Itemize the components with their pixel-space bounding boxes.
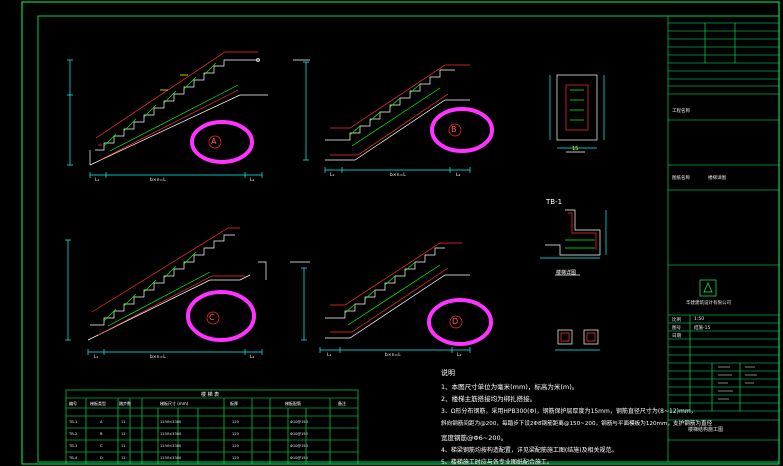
section-15-label: 15 xyxy=(572,146,579,152)
dim-a-l2: L₂ xyxy=(250,178,255,183)
note-item-1: 1、本图尺寸单位为毫米(mm)，标高为米(m)。 xyxy=(441,383,579,391)
dim-d-l2: L₂ xyxy=(457,353,462,358)
tb-company-name: 华建建筑设计有限公司 xyxy=(686,301,731,306)
table-row-4-rebar: Φ10@150 xyxy=(290,456,308,460)
table-row-1-thick: 120 xyxy=(232,420,239,424)
note-item-7: 5、楼梯施工时应与各专业图纸配合施工。 xyxy=(441,459,553,466)
tb-scale-label: 比例 xyxy=(672,318,681,323)
table-row-1-rebar: Φ10@150 xyxy=(290,420,308,424)
dim-c-l1: L₁ xyxy=(94,355,99,360)
table-row-3-thick: 120 xyxy=(232,444,239,448)
schedule-header-steps: 踏步数 xyxy=(119,401,131,406)
table-row-1-type: A xyxy=(100,420,103,424)
dim-b-bn: b×n=L xyxy=(390,173,406,178)
note-item-5: 宽度钢筋@Φ6~200。 xyxy=(441,434,508,442)
tb1-detail xyxy=(540,209,607,276)
tb-scale-value: 1:50 xyxy=(694,317,705,322)
table-row-3-steps: 11 xyxy=(121,444,126,448)
stair-diagram-b xyxy=(293,59,471,173)
inner-frame xyxy=(37,15,780,463)
stair-mark-b: B xyxy=(451,125,457,134)
schedule-table-grid xyxy=(65,389,359,465)
table-row-1-size: 1250×3300 xyxy=(160,420,182,424)
table-row-3-type: C xyxy=(100,444,103,448)
company-logo xyxy=(699,279,717,297)
table-row-4-id: TB-4 xyxy=(69,456,78,460)
highlight-ellipse-c xyxy=(186,290,256,342)
stair-diagram-d xyxy=(290,242,471,353)
table-row-1-steps: 11 xyxy=(121,420,126,424)
table-row-2-type: B xyxy=(100,432,103,436)
tb-sheet-label: 图号 xyxy=(672,326,681,331)
dim-d-l1: L₁ xyxy=(327,353,332,358)
schedule-header-thick: 板厚 xyxy=(230,401,238,406)
table-row-4-thick: 120 xyxy=(232,456,239,460)
table-row-2-rebar: Φ10@150 xyxy=(290,432,308,436)
table-row-2-steps: 11 xyxy=(121,432,126,436)
note-item-6: 4、梯梁钢筋均按构造配置，详见梁配筋施工图(结施)及相关规范。 xyxy=(441,447,618,454)
table-row-4-size: 1250×3300 xyxy=(160,456,182,460)
table-row-1-id: TB-1 xyxy=(69,420,78,424)
table-row-3-size: 1250×3300 xyxy=(160,444,182,448)
table-row-2-id: TB-2 xyxy=(69,432,78,436)
highlight-ellipse-a xyxy=(190,120,254,164)
title-block xyxy=(667,16,779,462)
note-item-4: 斜向钢筋间距为@200，每踏步下设2Φ8钢筋距离@150~200，钢筋与平面模板… xyxy=(441,421,713,427)
table-row-2-size: 1250×3300 xyxy=(160,432,182,436)
section-caption: 楼梯详图 xyxy=(556,270,577,276)
notes-title: 说明 xyxy=(441,369,455,377)
stair-diagram-c xyxy=(65,227,267,355)
dim-a-bn: b×n=L xyxy=(150,178,166,183)
stair-mark-d: D xyxy=(452,317,459,326)
dim-b-l1: L₁ xyxy=(330,173,335,178)
schedule-header-remark: 备注 xyxy=(338,401,346,406)
tb-drawing-label: 图纸名称 xyxy=(672,176,690,181)
tb-sheet-value: 结施-15 xyxy=(694,326,711,331)
tb-project-label: 工程名称 xyxy=(672,109,690,114)
table-row-4-type: D xyxy=(100,456,103,460)
highlight-ellipse-b xyxy=(430,107,494,153)
dim-c-l2: L₂ xyxy=(250,355,255,360)
schedule-header-rebar: 梯板配筋 xyxy=(285,401,301,406)
note-item-2: 2、楼梯主筋搭接均为绑扎搭接。 xyxy=(441,395,537,403)
section-mark-circles xyxy=(206,123,463,329)
dim-a-l1: L₁ xyxy=(95,178,100,183)
tb1-label: TB-1 xyxy=(546,198,563,206)
tb-drawing-name: 楼梯详图 xyxy=(708,176,726,181)
tb-footer-title: 楼梯结构施工图 xyxy=(688,427,724,433)
tb-date-label: 日期 xyxy=(672,334,681,339)
signature-marks xyxy=(718,366,757,400)
dim-c-bn: b×n=L xyxy=(150,355,166,360)
schedule-header-size: 梯板尺寸 (mm) xyxy=(160,401,189,406)
highlight-ellipse-d xyxy=(427,298,493,346)
dim-b-l2: L₂ xyxy=(456,173,461,178)
highlight-marks xyxy=(186,107,494,346)
note-item-3: 3、Ω形分布钢筋，采用HPB300(Φ)，钢筋保护层厚度为15mm，钢筋直径尺寸… xyxy=(441,408,697,415)
small-section-detail xyxy=(555,329,600,351)
stair-mark-a: A xyxy=(211,137,217,146)
stair-diagram-a xyxy=(67,51,268,178)
table-row-2-thick: 120 xyxy=(232,432,239,436)
dim-d-bn: b×n=L xyxy=(385,353,401,358)
stair-mark-c: C xyxy=(209,313,215,322)
schedule-header-type: 梯板类型 xyxy=(90,401,106,406)
schedule-header-id: 编号 xyxy=(69,401,77,406)
table-row-3-rebar: Φ10@150 xyxy=(290,444,308,448)
outer-frame xyxy=(21,1,780,465)
table-row-3-id: TB-3 xyxy=(69,444,78,448)
schedule-title: 楼 梯 表 xyxy=(201,392,220,398)
table-row-4-steps: 11 xyxy=(121,456,126,460)
section-detail-15 xyxy=(549,74,605,153)
